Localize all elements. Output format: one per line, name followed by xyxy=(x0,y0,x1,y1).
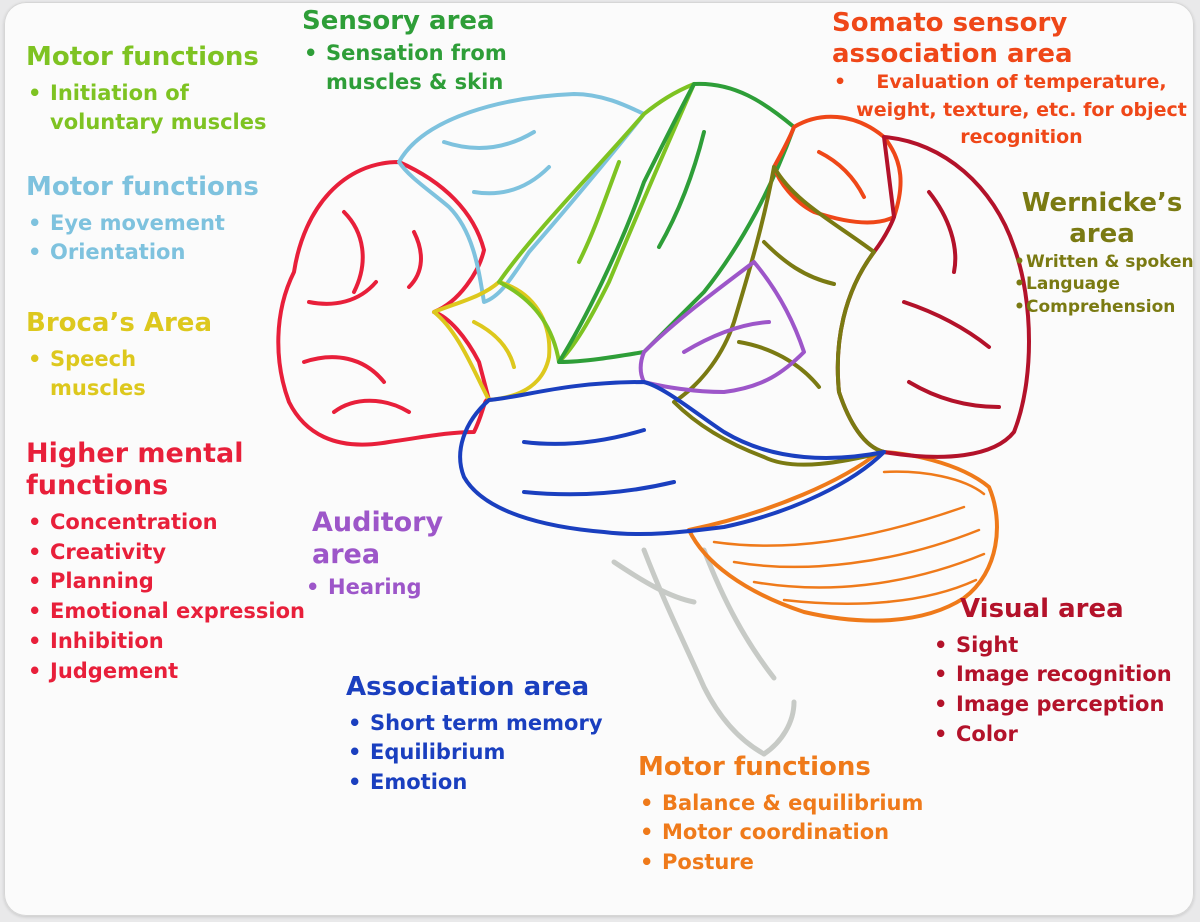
poster-board: Motor functions Initiation of voluntary … xyxy=(4,2,1194,916)
bullet-item: Motor coordination xyxy=(638,818,968,848)
bullet-item: Orientation xyxy=(26,238,306,268)
bullet-item: Eye movement xyxy=(26,209,306,239)
bullet-item: Evaluation of temperature, weight, textu… xyxy=(832,69,1187,152)
somatosensory-block: Somato sensory association area Evaluati… xyxy=(832,8,1187,152)
bullet-item: Hearing xyxy=(304,573,474,603)
sensory-area-block: Sensory area Sensation from muscles & sk… xyxy=(302,6,537,98)
block-title: Motor functions xyxy=(26,42,259,72)
block-title: Motor functions xyxy=(638,752,871,782)
bullet-item: Color xyxy=(932,720,1182,750)
bullet-item: Short term memory xyxy=(346,709,646,739)
block-title: Association area xyxy=(346,672,590,702)
broca-block: Broca’s Area Speech muscles xyxy=(26,308,266,404)
bullet-item: Speech muscles xyxy=(26,345,160,405)
bullet-item: Equilibrium xyxy=(346,738,646,768)
visual-block: Visual area Sight Image recognition Imag… xyxy=(932,594,1182,750)
bullet-item: Inhibition xyxy=(26,627,346,657)
block-title: Higher mental functions xyxy=(26,438,244,501)
brain-illustration xyxy=(276,81,1031,757)
bullet-item: Emotional expression xyxy=(26,597,346,627)
block-title: Auditory area xyxy=(312,507,444,570)
bullet-item: Image recognition xyxy=(932,660,1182,690)
wernicke-block: Wernicke’s area Written & spoken Languag… xyxy=(1014,188,1194,318)
block-title: Somato sensory association area xyxy=(832,8,1073,69)
bullet-item: Emotion xyxy=(346,768,646,798)
parietal-lobe-region xyxy=(835,135,1031,459)
bullet-item: Concentration xyxy=(26,508,346,538)
block-title: Motor functions xyxy=(26,172,259,202)
bullet-item: Creativity xyxy=(26,538,346,568)
bullet-item: Language xyxy=(1014,273,1190,295)
bullet-item: Balance & equilibrium xyxy=(638,789,968,819)
bullet-item: Comprehension xyxy=(1014,296,1190,318)
bullet-item: Planning xyxy=(26,567,346,597)
bullet-item: Written & spoken xyxy=(1014,251,1194,273)
association-region xyxy=(458,380,886,537)
higher-mental-block: Higher mental functions Concentration Cr… xyxy=(26,438,346,687)
motor-cerebellum-block: Motor functions Balance & equilibrium Mo… xyxy=(638,752,968,878)
block-title: Wernicke’s area xyxy=(1021,188,1183,249)
bullet-item: Image perception xyxy=(932,690,1182,720)
broca-region xyxy=(432,280,552,402)
auditory-block: Auditory area Hearing xyxy=(304,507,474,603)
cerebellum-region xyxy=(687,450,999,623)
motor-voluntary-block: Motor functions Initiation of voluntary … xyxy=(26,42,296,138)
bullet-item: Sensation from muscles & skin xyxy=(302,39,537,99)
bullet-item: Initiation of voluntary muscles xyxy=(26,79,296,139)
bullet-item: Sight xyxy=(932,631,1182,661)
block-title: Visual area xyxy=(960,594,1124,624)
bullet-item: Judgement xyxy=(26,657,346,687)
brainstem-region xyxy=(611,547,797,757)
motor-cortex-region xyxy=(497,82,696,364)
bullet-item: Posture xyxy=(638,848,968,878)
auditory-region xyxy=(638,260,806,394)
block-title: Sensory area xyxy=(302,6,495,36)
block-title: Broca’s Area xyxy=(26,308,212,338)
wernicke-region xyxy=(672,165,886,467)
motor-eye-block: Motor functions Eye movement Orientation xyxy=(26,172,306,268)
association-block: Association area Short term memory Equil… xyxy=(346,672,646,798)
